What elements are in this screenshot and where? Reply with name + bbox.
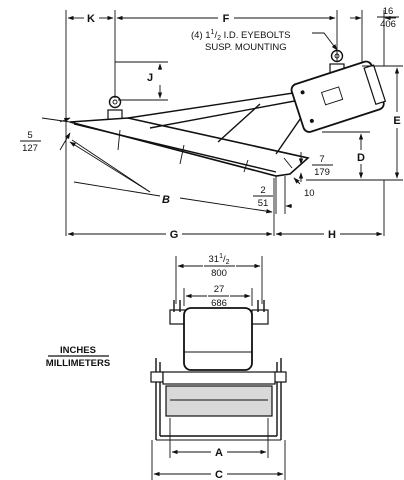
drive-bolt-1 (300, 90, 305, 95)
frame-diagonal-1 (217, 103, 261, 143)
left-angle-num: 5 (27, 130, 32, 141)
left-angle-arrow-top (59, 117, 71, 123)
trough-rib-3 (243, 159, 249, 173)
trough-lug-left (150, 371, 164, 383)
left-angle-arrow-bottom (59, 132, 71, 151)
right-angle-num: 7 (319, 154, 324, 165)
trough-rib-2 (179, 144, 185, 165)
dim-h-label: H (328, 229, 336, 241)
eyebolt-leader (312, 32, 338, 51)
legend-millimeters: MILLIMETERS (46, 358, 110, 369)
trough-lug-right (273, 371, 287, 383)
overall-width-num: 311/2 (208, 253, 229, 266)
end-view: 311/2 800 27 686 (150, 253, 287, 480)
small-num: 2 (260, 185, 265, 196)
ten-label: 10 (304, 188, 315, 199)
dim-k-label: K (87, 13, 95, 25)
trough-belt (165, 385, 273, 417)
drive-bolt-2 (309, 118, 314, 123)
box-width-den: 686 (211, 298, 227, 309)
dim-e-label: E (393, 115, 400, 127)
end-bracket-right (251, 309, 269, 325)
drive-end-plate (363, 64, 387, 106)
dim-g-label: G (170, 229, 179, 241)
dim-j-label: J (147, 72, 153, 84)
top-right-fraction-num: 16 (383, 6, 394, 17)
b-dim-baseline-left (73, 181, 161, 197)
dim-f-label: F (223, 13, 230, 25)
left-angle-den: 127 (22, 143, 38, 154)
trough-inner-edge (73, 123, 277, 173)
drive-unit (290, 60, 387, 133)
trough-outline (69, 117, 310, 177)
trough-rib-1 (117, 129, 121, 151)
dim-a-label: A (215, 447, 223, 459)
right-eyebolt-ring-inner (334, 53, 340, 59)
right-eyebolt-ring (330, 49, 344, 63)
drive-nameplate (320, 86, 344, 106)
frame-lower-rail (149, 99, 301, 129)
ten-leader (293, 177, 301, 185)
box-width-num: 27 (214, 284, 225, 295)
eyebolt-callout-line1: (4) 11/2 I.D. EYEBOLTS (191, 29, 291, 42)
right-angle-leader (283, 157, 293, 169)
end-trough (150, 358, 287, 441)
b-dim-line-right (179, 197, 273, 214)
support-frame (127, 91, 306, 155)
dim-b-label: B (162, 194, 170, 206)
dim-d-label: D (357, 152, 365, 164)
end-drive-box (183, 307, 253, 371)
trough-top-rail (162, 371, 276, 385)
small-den: 51 (258, 198, 269, 209)
left-eyebolt-ring-inner (112, 99, 118, 105)
units-legend: INCHES MILLIMETERS (46, 345, 110, 369)
b-dim-arrow-left (69, 141, 151, 193)
end-upper-brackets (169, 300, 269, 325)
side-view: K F 16 406 (4) 11/2 I.D. EYEBOLTS SUSP. … (20, 6, 403, 241)
frame-upper-rail (127, 91, 301, 119)
b-dim-line-left (71, 139, 151, 193)
right-angle-den: 179 (314, 167, 330, 178)
top-right-fraction-den: 406 (380, 19, 396, 30)
dim-c-label: C (215, 469, 223, 480)
overall-width-den: 800 (211, 268, 227, 279)
eyebolt-callout-line2: SUSP. MOUNTING (205, 42, 287, 53)
legend-inches: INCHES (60, 345, 96, 356)
trough-body (69, 117, 310, 177)
left-eyebolt-ring (108, 95, 122, 109)
